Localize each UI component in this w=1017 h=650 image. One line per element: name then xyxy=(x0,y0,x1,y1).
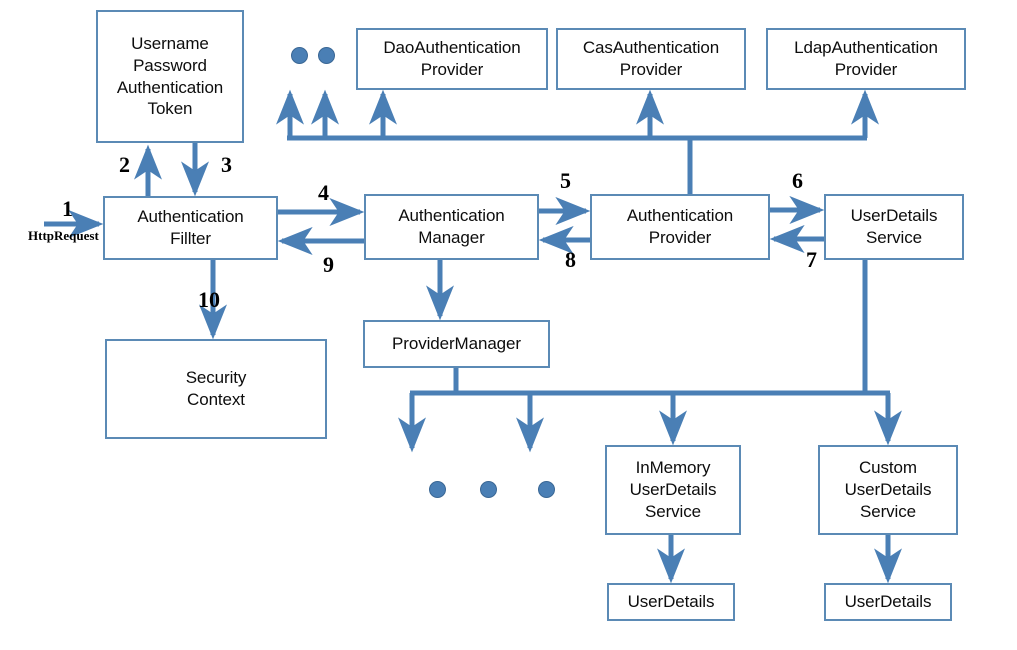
node-user-details-custom[interactable]: UserDetails xyxy=(824,583,952,621)
step-label-4: 4 xyxy=(318,180,329,205)
step-label-10: 10 xyxy=(198,287,220,312)
node-provider-manager[interactable]: ProviderManager xyxy=(363,320,550,368)
step-label-6: 6 xyxy=(792,168,803,193)
step-label-3: 3 xyxy=(221,152,232,177)
step-label-1: 1 xyxy=(62,196,73,221)
edge-label-http-request: HttpRequest xyxy=(28,228,99,243)
step-label-2: 2 xyxy=(119,152,130,177)
ellipsis-dot xyxy=(318,47,335,64)
node-label: UserDetails xyxy=(627,592,715,612)
ellipsis-dot xyxy=(429,481,446,498)
ellipsis-dot xyxy=(291,47,308,64)
node-label: ProviderManager xyxy=(392,334,521,354)
step-label-7: 7 xyxy=(806,247,817,272)
ellipsis-dot xyxy=(538,481,555,498)
step-label-9: 9 xyxy=(323,252,334,277)
ellipsis-dot xyxy=(480,481,497,498)
node-label: UserDetails xyxy=(844,592,932,612)
step-label-8: 8 xyxy=(565,247,576,272)
step-label-5: 5 xyxy=(560,168,571,193)
node-user-details-inmemory[interactable]: UserDetails xyxy=(607,583,735,621)
